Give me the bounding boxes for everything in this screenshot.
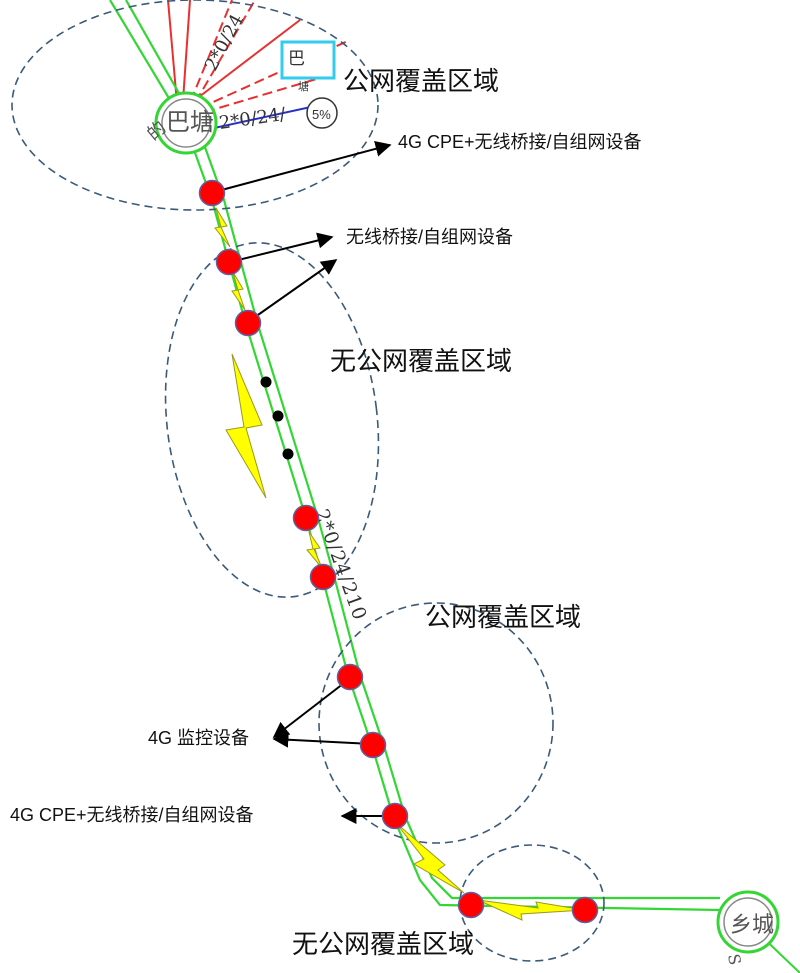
no-public-coverage-area-bottom (459, 844, 605, 962)
device-node (571, 896, 599, 924)
public-coverage-area-top (11, 0, 379, 211)
device-node (198, 179, 226, 207)
device-node (309, 563, 337, 591)
device-node (457, 891, 485, 919)
device-node (336, 663, 364, 691)
small-station-circle (306, 97, 338, 129)
station-box-label-2: 塘 (298, 79, 309, 93)
lightning-icon (225, 353, 267, 499)
callout-arrows (213, 140, 393, 824)
station-bottom-name: 乡城 (730, 913, 774, 938)
public-coverage-area-lower (318, 602, 554, 844)
cable-label-top-blue: 2*0/24/ (218, 104, 288, 134)
device-node (292, 504, 320, 532)
label-no-public-coverage-bottom: 无公网覆盖区域 (292, 929, 475, 959)
lightning-icon (477, 899, 585, 921)
cable-label-top-blue-suffix: 5% (312, 107, 331, 122)
arrow (213, 140, 392, 193)
station-top (154, 91, 218, 155)
device-node (359, 731, 387, 759)
label-public-coverage-lower: 公网覆盖区域 (425, 602, 582, 632)
lightning-icon (214, 207, 231, 248)
label-monitor-device: 4G 监控设备 (148, 728, 250, 748)
label-cpe-bridge-top: 4G CPE+无线桥接/自组网设备 (398, 132, 642, 152)
lightning-icon (231, 271, 246, 311)
label-cpe-bridge-bottom: 4G CPE+无线桥接/自组网设备 (10, 805, 254, 825)
station-box (280, 40, 336, 80)
arrow (229, 232, 334, 263)
device-nodes (198, 179, 599, 924)
label-public-coverage-top: 公网覆盖区域 (343, 66, 500, 96)
device-node (234, 309, 262, 337)
no-public-coverage-area-mid (164, 242, 380, 598)
continuation-dots (260, 376, 294, 460)
station-box-label-1: 巴 (288, 49, 305, 69)
station-bottom (716, 890, 780, 954)
lightning-icon (395, 822, 465, 894)
device-node (381, 802, 409, 830)
device-node (215, 248, 243, 276)
wireless-link-icons (214, 207, 585, 921)
arrow (272, 731, 373, 748)
label-bridge-device: 无线桥接/自组网设备 (346, 227, 514, 247)
label-no-public-coverage-mid: 无公网覆盖区域 (330, 346, 513, 376)
station-top-name: 巴塘 (166, 108, 214, 136)
cable-label-bottom-side: S (724, 952, 745, 966)
arrow (247, 259, 338, 323)
arrow (272, 679, 349, 738)
